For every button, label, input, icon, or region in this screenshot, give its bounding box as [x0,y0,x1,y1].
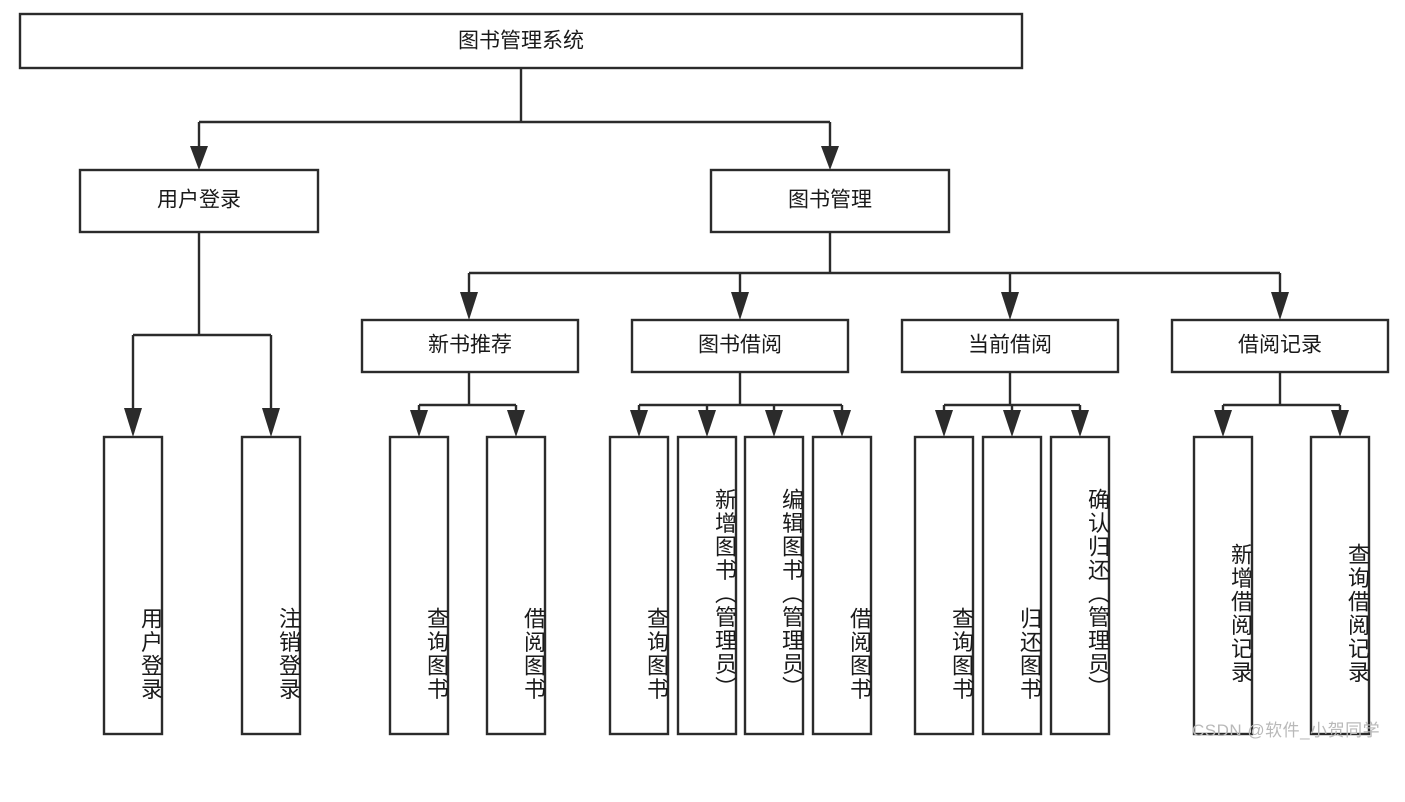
node-current-borrow[interactable]: 当前借阅 [900,318,1120,374]
arrow-icon-leaf-borrow-book-2 [833,410,851,437]
leaf-box-add-record[interactable] [1192,435,1254,736]
node-root[interactable]: 图书管理系统 [18,12,1024,70]
node-user-login-box[interactable] [78,168,320,234]
leaf-box-query-book-1[interactable] [388,435,450,736]
node-current-borrow-box[interactable] [900,318,1120,374]
arrow-icon-leaf-query-book-3 [935,410,953,437]
arrow-icon-leaf-edit-book [765,410,783,437]
arrow-icon-leaf-query-book-2 [630,410,648,437]
connector-group-book-management [460,232,1289,320]
arrow-icon-leaf-query-record [1331,410,1349,437]
leaf-box-query-record[interactable] [1309,435,1371,736]
node-book-management[interactable]: 图书管理 [709,168,951,234]
node-borrow-record[interactable]: 借阅记录 [1170,318,1390,374]
connector-group-current-borrow [935,372,1089,437]
node-new-book-recommend-label: 新书推荐 [428,334,512,357]
connector-group-root [190,68,839,170]
node-new-book-recommend[interactable]: 新书推荐 [360,318,580,374]
arrow-icon-book-borrow [731,292,749,320]
connector-group-book-borrow [630,372,851,437]
arrow-icon-current-borrow [1001,292,1019,320]
arrow-icon-leaf-user-login [124,408,142,437]
arrow-icon-leaf-query-book-1 [410,410,428,437]
connector-group-new-book-recommend [410,372,525,437]
node-root-label: 图书管理系统 [458,30,584,53]
node-user-login-label: 用户登录 [157,189,241,212]
leaf-box-query-book-2[interactable] [608,435,670,736]
node-book-management-label: 图书管理 [788,189,872,212]
leaf-box-edit-book[interactable] [743,435,805,736]
arrow-icon-leaf-borrow-book-1 [507,410,525,437]
node-user-login[interactable]: 用户登录 [78,168,320,234]
leaf-box-return-book[interactable] [981,435,1043,736]
node-book-borrow-label: 图书借阅 [698,334,782,357]
node-current-borrow-label: 当前借阅 [968,334,1052,357]
leaf-box-borrow-book-1[interactable] [485,435,547,736]
arrow-icon-new-book-recommend [460,292,478,320]
leaf-box-add-book[interactable] [676,435,738,736]
arrow-icon-leaf-logout-login [262,408,280,437]
arrow-icon-borrow-record [1271,292,1289,320]
arrow-icon-leaf-add-record [1214,410,1232,437]
leaf-box-borrow-book-2[interactable] [811,435,873,736]
flowchart-canvas: 图书管理系统 用户登录 图书管理 新书推荐 图书借阅 当前借阅 借阅记录 [18,12,1390,740]
leaf-box-group [102,435,1371,736]
arrow-icon-leaf-add-book [698,410,716,437]
arrow-icon-leaf-confirm-return [1071,410,1089,437]
leaf-box-query-book-3[interactable] [913,435,975,736]
connector-group-user-login [124,232,280,437]
arrow-icon-leaf-return-book [1003,410,1021,437]
node-borrow-record-box[interactable] [1170,318,1390,374]
node-new-book-recommend-box[interactable] [360,318,580,374]
hierarchy-diagram-svg: 图书管理系统 用户登录 图书管理 新书推荐 图书借阅 当前借阅 借阅记录 [18,12,1390,736]
leaf-box-confirm-return[interactable] [1049,435,1111,736]
node-book-borrow-box[interactable] [630,318,850,374]
node-root-box[interactable] [18,12,1024,70]
arrow-icon-user-login [190,146,208,170]
connector-group-borrow-record [1214,372,1349,437]
csdn-watermark: CSDN @软件_小贺同学 [1192,721,1381,740]
leaf-box-logout-login[interactable] [240,435,302,736]
arrow-icon-book-management [821,146,839,170]
node-borrow-record-label: 借阅记录 [1238,334,1322,357]
node-book-management-box[interactable] [709,168,951,234]
node-book-borrow[interactable]: 图书借阅 [630,318,850,374]
leaf-box-user-login[interactable] [102,435,164,736]
